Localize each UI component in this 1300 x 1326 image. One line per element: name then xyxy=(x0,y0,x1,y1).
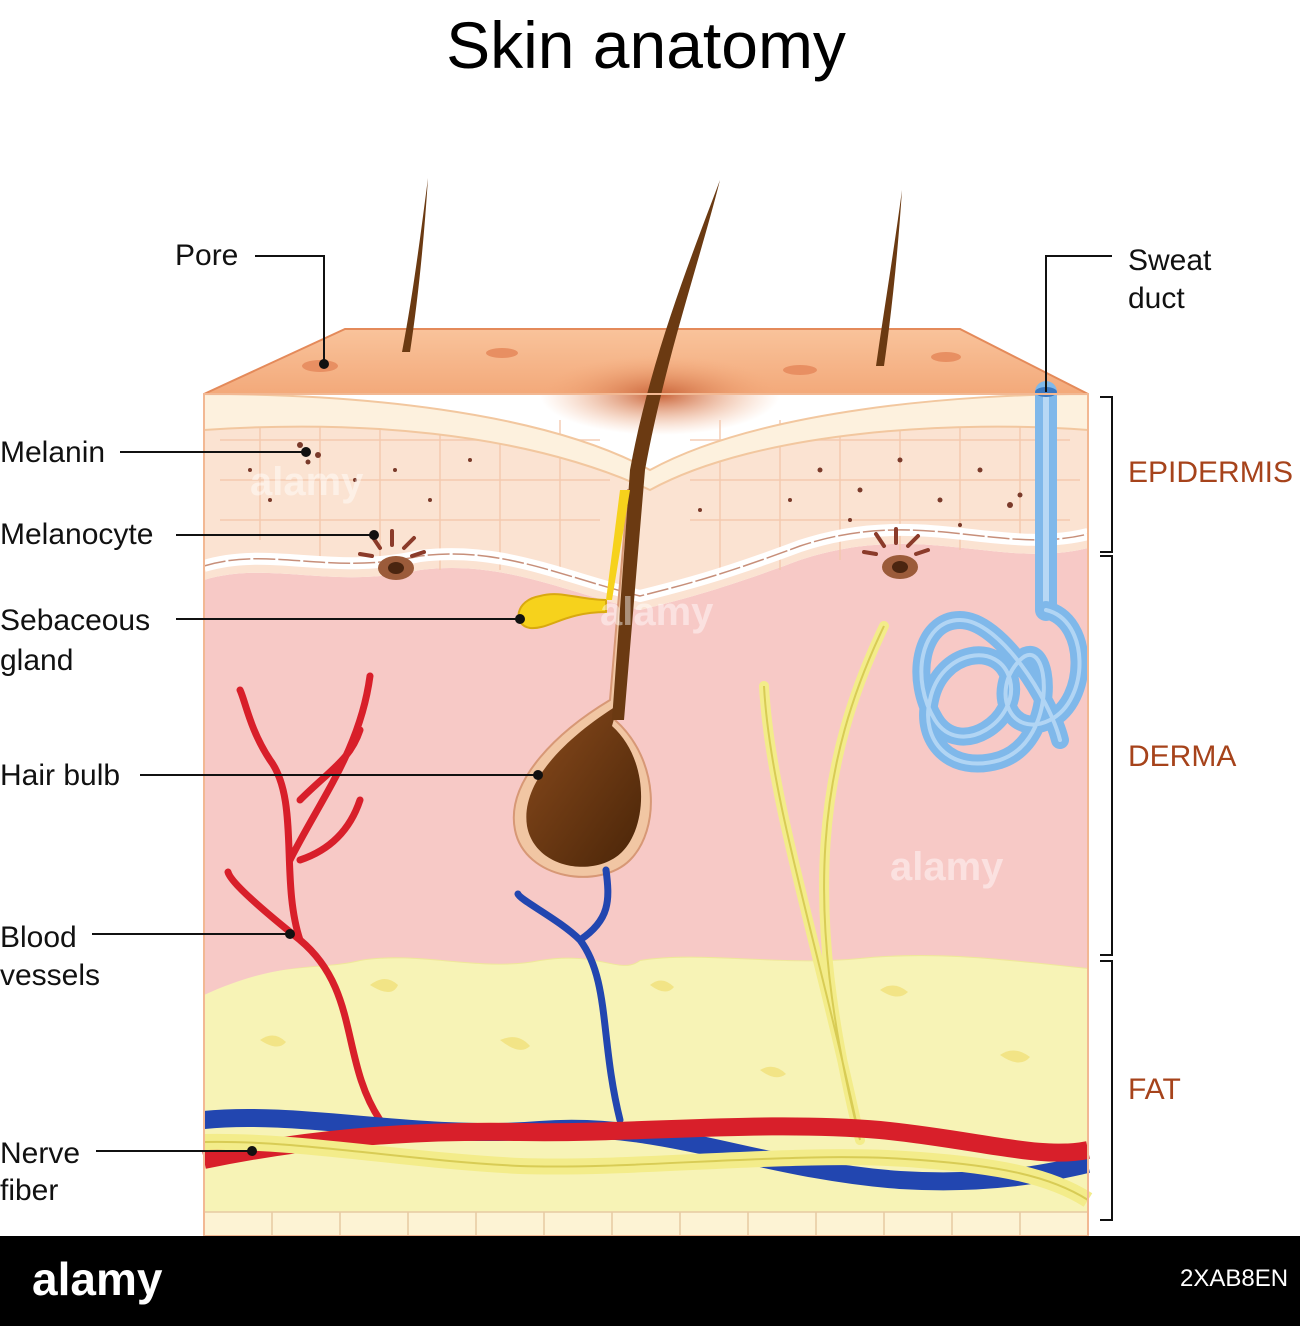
watermark-text: alamy xyxy=(600,590,714,634)
footer-image-code: 2XAB8EN xyxy=(1180,1265,1288,1292)
hair-shaft xyxy=(402,178,428,352)
hypodermis-base xyxy=(203,1211,1089,1237)
bracket-epidermis: EPIDERMIS xyxy=(1100,396,1293,553)
svg-text:Melanocyte: Melanocyte xyxy=(0,518,153,551)
label-pore: Pore xyxy=(175,239,329,369)
hair-bulb xyxy=(526,705,642,867)
footer-bar xyxy=(0,1236,1300,1326)
svg-text:Melanin: Melanin xyxy=(0,436,105,469)
layer-label-fat: FAT xyxy=(1128,1073,1181,1106)
melanocyte-cell xyxy=(358,529,426,580)
svg-text:Blood: Blood xyxy=(0,921,77,954)
label-nerve-fiber: Nerve fiber xyxy=(0,1137,257,1207)
label-sebaceous-gland: Sebaceous gland xyxy=(0,604,525,677)
artery-plexus xyxy=(202,1117,1090,1169)
hair-shaft xyxy=(612,180,720,720)
layer-label-derma: DERMA xyxy=(1128,740,1236,773)
svg-text:vessels: vessels xyxy=(0,959,100,992)
label-hair-bulb: Hair bulb xyxy=(0,759,543,792)
artery-branch xyxy=(224,672,384,1124)
label-melanin: Melanin xyxy=(0,436,311,469)
svg-text:Sebaceous: Sebaceous xyxy=(0,604,150,637)
watermark-text: alamy xyxy=(250,460,364,504)
svg-text:Hair bulb: Hair bulb xyxy=(0,759,120,792)
vein-plexus xyxy=(203,1108,1090,1191)
footer-brand-logo: alamy xyxy=(32,1253,163,1305)
svg-text:duct: duct xyxy=(1128,282,1185,315)
pore-opening xyxy=(783,365,817,375)
melanocyte-cell xyxy=(862,527,930,579)
pore-opening xyxy=(486,348,518,358)
bracket-fat: FAT xyxy=(1100,960,1181,1221)
label-blood-vessels: Blood vessels xyxy=(0,921,295,992)
page-title: Skin anatomy xyxy=(446,8,846,82)
svg-text:Sweat: Sweat xyxy=(1128,244,1212,277)
svg-text:gland: gland xyxy=(0,644,73,677)
sebum-channel xyxy=(606,490,630,600)
svg-text:fiber: fiber xyxy=(0,1174,58,1207)
svg-text:Pore: Pore xyxy=(175,239,238,272)
vein-branch xyxy=(514,866,624,1124)
watermark-text: alamy xyxy=(890,845,1004,889)
fat-lobules xyxy=(260,979,1030,1078)
layer-label-epidermis: EPIDERMIS xyxy=(1128,456,1293,489)
pore-opening xyxy=(931,352,961,362)
label-sweat-duct: Sweat duct xyxy=(1045,244,1212,392)
skin-block xyxy=(202,178,1093,1237)
bracket-derma: DERMA xyxy=(1100,555,1236,956)
label-melanocyte: Melanocyte xyxy=(0,518,379,551)
hair-shaft xyxy=(876,190,902,366)
svg-text:Nerve: Nerve xyxy=(0,1137,80,1170)
